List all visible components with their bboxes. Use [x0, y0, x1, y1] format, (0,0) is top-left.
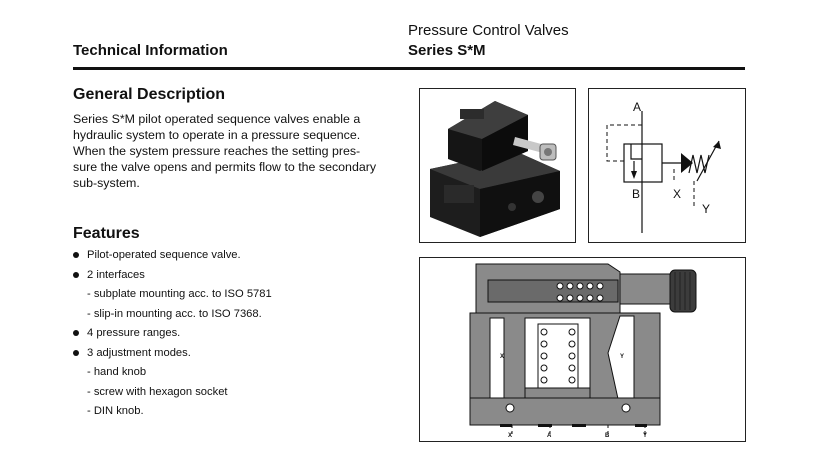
valve-product-photo — [420, 89, 575, 242]
bullet — [73, 349, 79, 356]
general-description-body: Series S*M pilot operated sequence valve… — [73, 112, 408, 192]
description-line: When the system pressure reaches the set… — [73, 143, 361, 158]
symbol-port-x: X — [673, 187, 681, 201]
symbol-port-y: Y — [702, 202, 710, 216]
section-port-x: X — [508, 433, 512, 439]
feature-text: Pilot-operated sequence valve. — [87, 249, 241, 261]
feature-text: - subplate mounting acc. to ISO 5781 — [87, 288, 272, 300]
bullet — [73, 252, 79, 258]
section-channel-y-label: Y — [620, 354, 624, 360]
symbol-port-b: B — [632, 187, 640, 201]
feature-text: - screw with hexagon socket — [87, 385, 228, 398]
section-port-b: B — [605, 433, 610, 439]
header-series: Series S*M — [408, 42, 486, 59]
section-port-y: Y — [643, 433, 647, 439]
feature-text: - hand knob — [87, 366, 147, 378]
symbol-port-a: A — [633, 100, 641, 114]
feature-text: - DIN knob. — [87, 405, 144, 417]
valve-sectional-drawing: X Y X A B Y — [420, 258, 745, 441]
feature-text: 3 adjustment modes. — [87, 346, 191, 359]
bullet — [73, 330, 79, 336]
header-section-title: Technical Information — [73, 42, 228, 59]
description-line: sure the valve opens and permits flow to… — [73, 159, 377, 174]
header-category: Pressure Control Valves — [408, 22, 569, 39]
feature-text: 4 pressure ranges. — [87, 327, 181, 339]
description-line: Series S*M pilot operated sequence valve… — [73, 112, 361, 126]
feature-text: - slip-in mounting acc. to ISO 7368. — [87, 307, 262, 320]
sectional-view-frame: X Y X A B Y — [419, 257, 746, 442]
hydraulic-symbol-diagram: A B X Y — [606, 100, 721, 233]
description-line: hydraulic system to operate in a pressur… — [73, 127, 361, 142]
product-photo-frame — [419, 88, 576, 243]
description-line: sub-system. — [73, 175, 140, 190]
features-title: Features — [73, 225, 140, 242]
feature-text: 2 interfaces — [87, 268, 145, 281]
hydraulic-symbol-frame: A B X Y — [588, 88, 746, 243]
section-port-a: A — [547, 433, 552, 439]
bullet — [73, 271, 79, 278]
section-channel-x-label: X — [500, 354, 504, 360]
general-description-title: General Description — [73, 86, 226, 103]
header-rule — [73, 67, 745, 70]
